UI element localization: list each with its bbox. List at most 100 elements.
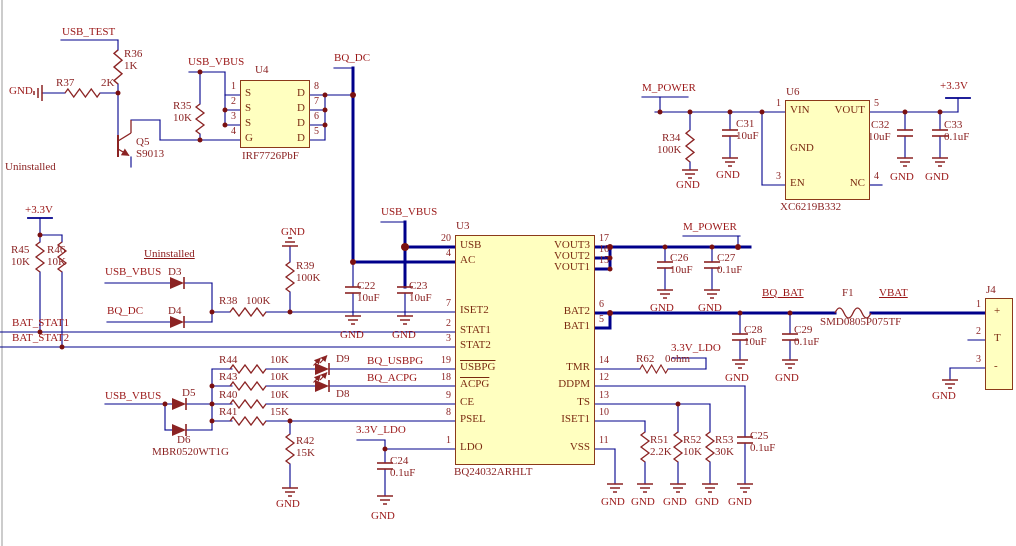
resistor-r37[interactable]: [64, 88, 101, 98]
resistor-r45[interactable]: [35, 241, 45, 273]
diode-d5[interactable]: [171, 397, 187, 411]
ic-u4-mosfet-pin-number-6: 6: [314, 111, 319, 122]
resistor-r34[interactable]: [685, 129, 695, 163]
net-label-3v3-right[interactable]: +3.3V: [940, 80, 968, 92]
gnd-label-r53: GND: [695, 496, 719, 508]
fuse-f1[interactable]: [834, 307, 872, 319]
led-d8[interactable]: [313, 372, 330, 393]
led-d9[interactable]: [313, 355, 330, 376]
gnd-label-c27: GND: [698, 302, 722, 314]
gnd-label-c28: GND: [725, 372, 749, 384]
connector-j4-battery-pin-number-1: 1: [976, 299, 981, 310]
ic-u3-charger-pin-ce: CE: [460, 396, 475, 408]
net-label-bq-acpg[interactable]: BQ_ACPG: [367, 372, 418, 384]
resistor-r35[interactable]: [195, 103, 205, 135]
component-symbols: [35, 49, 949, 470]
d6-ref: D6: [177, 434, 191, 446]
net-label-ldo-tmr[interactable]: 3.3V_LDO: [671, 342, 721, 354]
resistor-r36[interactable]: [113, 49, 123, 85]
gnd-symbol-c24: [376, 495, 394, 505]
ic-u4-mosfet-pin-d: D: [297, 132, 305, 144]
ic-u4-mosfet-pin-number-1: 1: [231, 81, 236, 92]
ic-u3-charger-pin-number-20: 20: [441, 233, 451, 244]
gnd-label-r52: GND: [663, 496, 687, 508]
c24-val: 0.1uF: [390, 467, 416, 479]
ic-u3-charger-pin-number-5: 5: [599, 314, 604, 325]
diode-d3[interactable]: [169, 276, 185, 290]
gnd-symbol-vss: [606, 483, 624, 493]
r45-val: 10K: [11, 256, 30, 268]
r45-ref: R45: [11, 244, 30, 256]
ic-u4-mosfet-pin-s: S: [245, 87, 252, 99]
ic-u3-charger-pin-number-12: 12: [599, 372, 609, 383]
ic-u3-charger-pin-psel: PSEL: [460, 413, 486, 425]
resistor-r42[interactable]: [285, 433, 295, 465]
net-label-m-power-top[interactable]: M_POWER: [642, 82, 696, 94]
gnd-label-c24: GND: [371, 510, 395, 522]
c23-ref: C23: [409, 280, 428, 292]
gnd-symbol-c25: [736, 483, 754, 493]
ic-u4-mosfet-body[interactable]: [240, 80, 310, 148]
net-label-bq-dc-top[interactable]: BQ_DC: [334, 52, 371, 64]
resistor-r62[interactable]: [639, 364, 669, 374]
gnd-symbol-q5: [33, 84, 43, 102]
resistor-r38[interactable]: [229, 307, 267, 317]
net-label-vbat[interactable]: VBAT: [879, 287, 908, 299]
net-label-m-power-mid[interactable]: M_POWER: [683, 221, 737, 233]
ic-u6-regulator-pin-number-3: 3: [776, 171, 781, 182]
resistor-r52[interactable]: [673, 431, 683, 463]
r46-ref: R46: [47, 244, 66, 256]
net-label-usb-vbus-d5[interactable]: USB_VBUS: [105, 390, 162, 402]
c31-val: 10uF: [736, 130, 759, 142]
r37-val: 2K: [101, 77, 115, 89]
transistor-q5[interactable]: [117, 120, 132, 157]
gnd-label-c26: GND: [650, 302, 674, 314]
diode-d4[interactable]: [169, 315, 185, 329]
d9-ref: D9: [336, 353, 350, 365]
net-label-3v3-left[interactable]: +3.3V: [25, 204, 53, 216]
j4-ref: J4: [986, 284, 996, 296]
r44-ref: R44: [219, 354, 238, 366]
gnd-symbol-c33: [931, 157, 949, 167]
net-label-ldo-c24[interactable]: 3.3V_LDO: [356, 424, 406, 436]
net-label-usb-vbus-mid[interactable]: USB_VBUS: [381, 206, 438, 218]
c28-ref: C28: [744, 324, 763, 336]
connector-j4-battery-pin-plus: +: [994, 305, 1001, 317]
net-label-bat-stat1[interactable]: BAT_STAT1: [12, 317, 70, 329]
gnd-symbol-c28: [731, 359, 749, 369]
r44-val: 10K: [270, 354, 289, 366]
c33-val: 0.1uF: [944, 131, 970, 143]
gnd-label-c22: GND: [340, 329, 364, 341]
ic-u6-regulator-pin-gnd: GND: [790, 142, 814, 154]
resistor-r39[interactable]: [285, 261, 295, 293]
gnd-label-c31: GND: [716, 169, 740, 181]
c33-ref: C33: [944, 119, 963, 131]
u3-part: BQ24032ARHLT: [454, 466, 533, 478]
u4-ref: U4: [255, 64, 269, 76]
ic-u3-charger-pin-number-10: 10: [599, 407, 609, 418]
capacitor-c32[interactable]: [896, 129, 914, 137]
ic-u6-regulator-body[interactable]: [785, 100, 870, 200]
ic-u4-mosfet-pin-number-5: 5: [314, 126, 319, 137]
r40-ref: R40: [219, 389, 238, 401]
connector-j4-battery-body[interactable]: [985, 298, 1013, 390]
net-label-usb-vbus-u4[interactable]: USB_VBUS: [188, 56, 245, 68]
resistor-r41[interactable]: [229, 416, 267, 426]
resistor-r53[interactable]: [705, 431, 715, 463]
net-label-bq-dc-d4[interactable]: BQ_DC: [107, 305, 144, 317]
ic-u3-charger-body[interactable]: [455, 235, 595, 465]
ic-u3-charger-pin-number-17: 17: [599, 233, 609, 244]
resistor-r51[interactable]: [640, 431, 650, 463]
ic-u3-charger-pin-ts: TS: [577, 396, 590, 408]
net-label-usb-vbus-d3[interactable]: USB_VBUS: [105, 266, 162, 278]
net-label-bat-stat2[interactable]: BAT_STAT2: [12, 332, 70, 344]
gnd-symbol-c29: [781, 359, 799, 369]
r35-val: 10K: [173, 112, 192, 124]
net-label-bq-bat[interactable]: BQ_BAT: [762, 287, 804, 299]
c27-val: 0.1uF: [717, 264, 743, 276]
r53-ref: R53: [715, 434, 734, 446]
net-label-usb-test[interactable]: USB_TEST: [62, 26, 116, 38]
net-label-bq-usbpg[interactable]: BQ_USBPG: [367, 355, 424, 367]
ic-u3-charger-pin-usb: USB: [460, 239, 482, 251]
